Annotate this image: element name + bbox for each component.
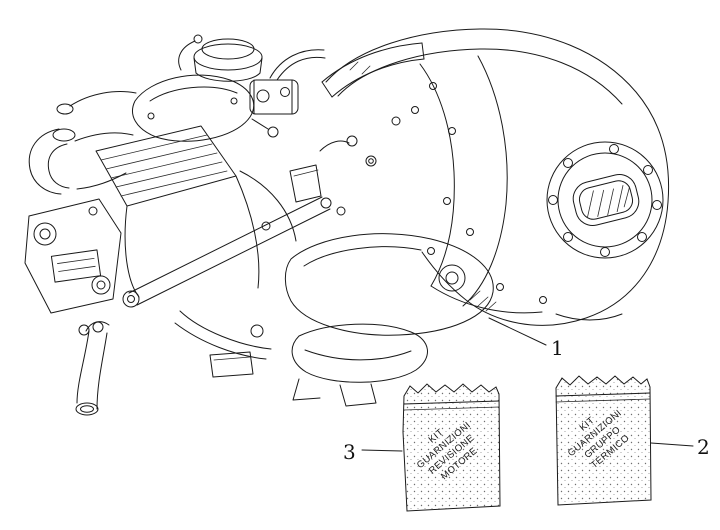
packet-fold-line [403,400,500,405]
exhaust-downpipe [75,321,110,416]
gasket-kit-packet-thermal: KIT GUARNIZIONI GRUPPO TERMICO [555,375,652,506]
packet-fold-line [403,406,500,411]
callout-overhaul-kit: 3 [343,440,403,464]
intake-duct [321,42,425,98]
engine-details [174,116,401,378]
oil-sump [291,323,428,407]
mount-arm [122,196,332,308]
callout-engine: 1 [488,317,564,360]
callout-number-engine: 1 [551,336,564,360]
packet-fold-line [555,398,651,403]
leader-line-1 [488,317,547,346]
leader-line-2 [650,442,694,447]
callout-number-thermal-kit: 2 [697,435,710,459]
callout-thermal-kit: 2 [650,435,710,459]
packet-outline [402,383,501,512]
variator-cover [284,233,494,336]
packet-outline [555,375,652,506]
leader-line-3 [361,449,403,452]
engine-assembly-drawing [24,28,670,416]
cylinder-head-cap [178,34,263,82]
valve-cover [132,74,279,142]
clutch-cover-flange [546,141,664,259]
transmission-cover [325,28,670,326]
engine-mount-bracket [24,198,122,314]
cooling-fins [95,125,260,298]
callout-number-overhaul-kit: 3 [343,440,356,464]
intake-manifold [28,91,137,195]
packet-fold-line [555,392,651,397]
gasket-kit-packet-overhaul: KIT GUARNIZIONI REVISIONE MOTORE [402,383,501,512]
